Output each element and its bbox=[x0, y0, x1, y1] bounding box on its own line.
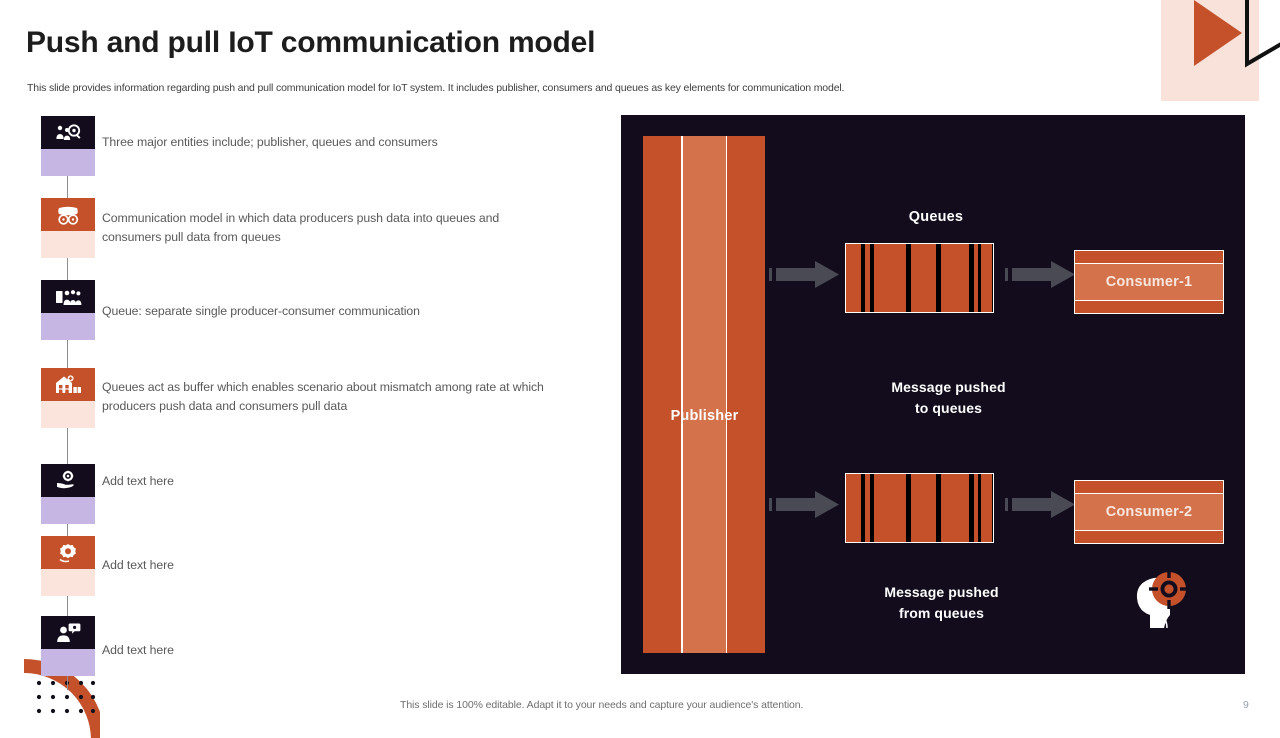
publisher-label: Publisher bbox=[670, 408, 739, 424]
gear-settings-icon bbox=[41, 536, 95, 569]
consumer-band-bottom bbox=[1075, 301, 1223, 313]
consumer-rule bbox=[1075, 263, 1223, 265]
arrow-publisher-to-queue-2 bbox=[769, 491, 839, 518]
bottom-left-dot-grid bbox=[36, 680, 96, 714]
publisher-segment-left bbox=[643, 136, 681, 653]
publisher-divider bbox=[681, 136, 683, 653]
consumer-band-bottom bbox=[1075, 531, 1223, 543]
list-item-label: Queue: separate single producer-consumer… bbox=[102, 304, 420, 318]
consumer-rule bbox=[1075, 493, 1223, 495]
people-search-icon bbox=[41, 116, 95, 149]
data-cart-icon bbox=[41, 198, 95, 231]
list-item-label: Queues act as buffer which enables scena… bbox=[102, 380, 544, 413]
queue-blocks-1[interactable] bbox=[845, 243, 994, 313]
consumer-band-top bbox=[1075, 481, 1223, 493]
publisher-bar[interactable]: Publisher bbox=[643, 136, 766, 653]
list-item-label: Add text here bbox=[102, 643, 174, 657]
publisher-divider bbox=[725, 136, 727, 653]
arrow-queue-to-consumer-2 bbox=[1005, 491, 1075, 518]
user-message-icon bbox=[41, 616, 95, 649]
caption-flow-2: Message pushed from queues bbox=[884, 584, 999, 621]
arrow-publisher-to-queue-1 bbox=[769, 261, 839, 288]
consumer-label: Consumer-1 bbox=[1075, 264, 1223, 300]
warehouse-icon bbox=[41, 368, 95, 401]
list-item-label: Add text here bbox=[102, 474, 174, 488]
caption-flow-1: Message pushed to queues bbox=[891, 379, 1006, 416]
top-right-triangle-decoration bbox=[1194, 0, 1280, 68]
timeline-list: Three major entities include; publisher,… bbox=[0, 0, 600, 720]
queue-blocks-2[interactable] bbox=[845, 473, 994, 543]
people-group-icon bbox=[41, 280, 95, 313]
arrow-queue-to-consumer-1 bbox=[1005, 261, 1075, 288]
page-number: 9 bbox=[1243, 699, 1249, 711]
publisher-segment-right bbox=[727, 136, 765, 653]
head-target-icon bbox=[1136, 569, 1189, 629]
consumer-box-2[interactable]: Consumer-2 bbox=[1074, 480, 1224, 544]
consumer-label: Consumer-2 bbox=[1075, 494, 1223, 530]
footer-note: This slide is 100% editable. Adapt it to… bbox=[400, 699, 804, 711]
consumer-rule bbox=[1075, 299, 1223, 301]
list-item-label: Communication model in which data produc… bbox=[102, 211, 500, 244]
queues-label: Queues bbox=[908, 209, 964, 225]
list-item-label: Add text here bbox=[102, 558, 174, 572]
hand-gear-icon bbox=[41, 464, 95, 497]
consumer-rule bbox=[1075, 529, 1223, 531]
diagram-panel: Publisher Queues Consumer-1 Message push… bbox=[621, 115, 1245, 674]
consumer-box-1[interactable]: Consumer-1 bbox=[1074, 250, 1224, 314]
page-title: Push and pull IoT communication model bbox=[26, 26, 596, 59]
consumer-band-top bbox=[1075, 251, 1223, 263]
list-item-label: Three major entities include; publisher,… bbox=[102, 135, 438, 149]
page-subtitle: This slide provides information regardin… bbox=[27, 82, 845, 94]
publisher-segment-middle bbox=[682, 136, 726, 653]
